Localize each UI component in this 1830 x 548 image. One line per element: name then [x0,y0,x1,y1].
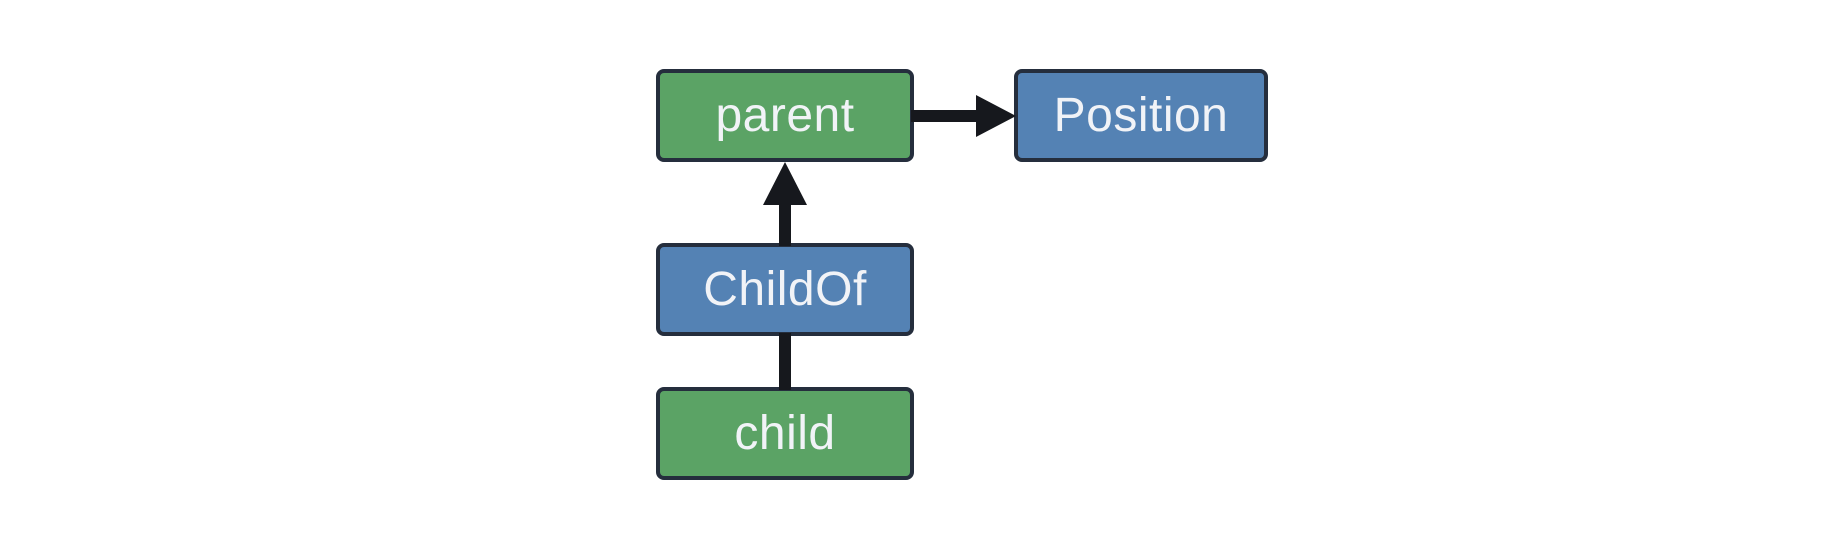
node-position: Position [1014,69,1268,162]
node-childof-label: ChildOf [703,263,867,316]
arrow-shaft [779,202,791,246]
node-parent: parent [656,69,914,162]
arrow-shaft [911,110,977,122]
node-child-label: child [734,407,836,460]
node-child: child [656,387,914,480]
arrowhead-right-icon [976,95,1016,137]
node-position-label: Position [1053,89,1229,142]
connector-line [779,333,791,390]
arrowhead-up-icon [763,162,807,205]
node-parent-label: parent [715,89,855,142]
node-childof: ChildOf [656,243,914,336]
